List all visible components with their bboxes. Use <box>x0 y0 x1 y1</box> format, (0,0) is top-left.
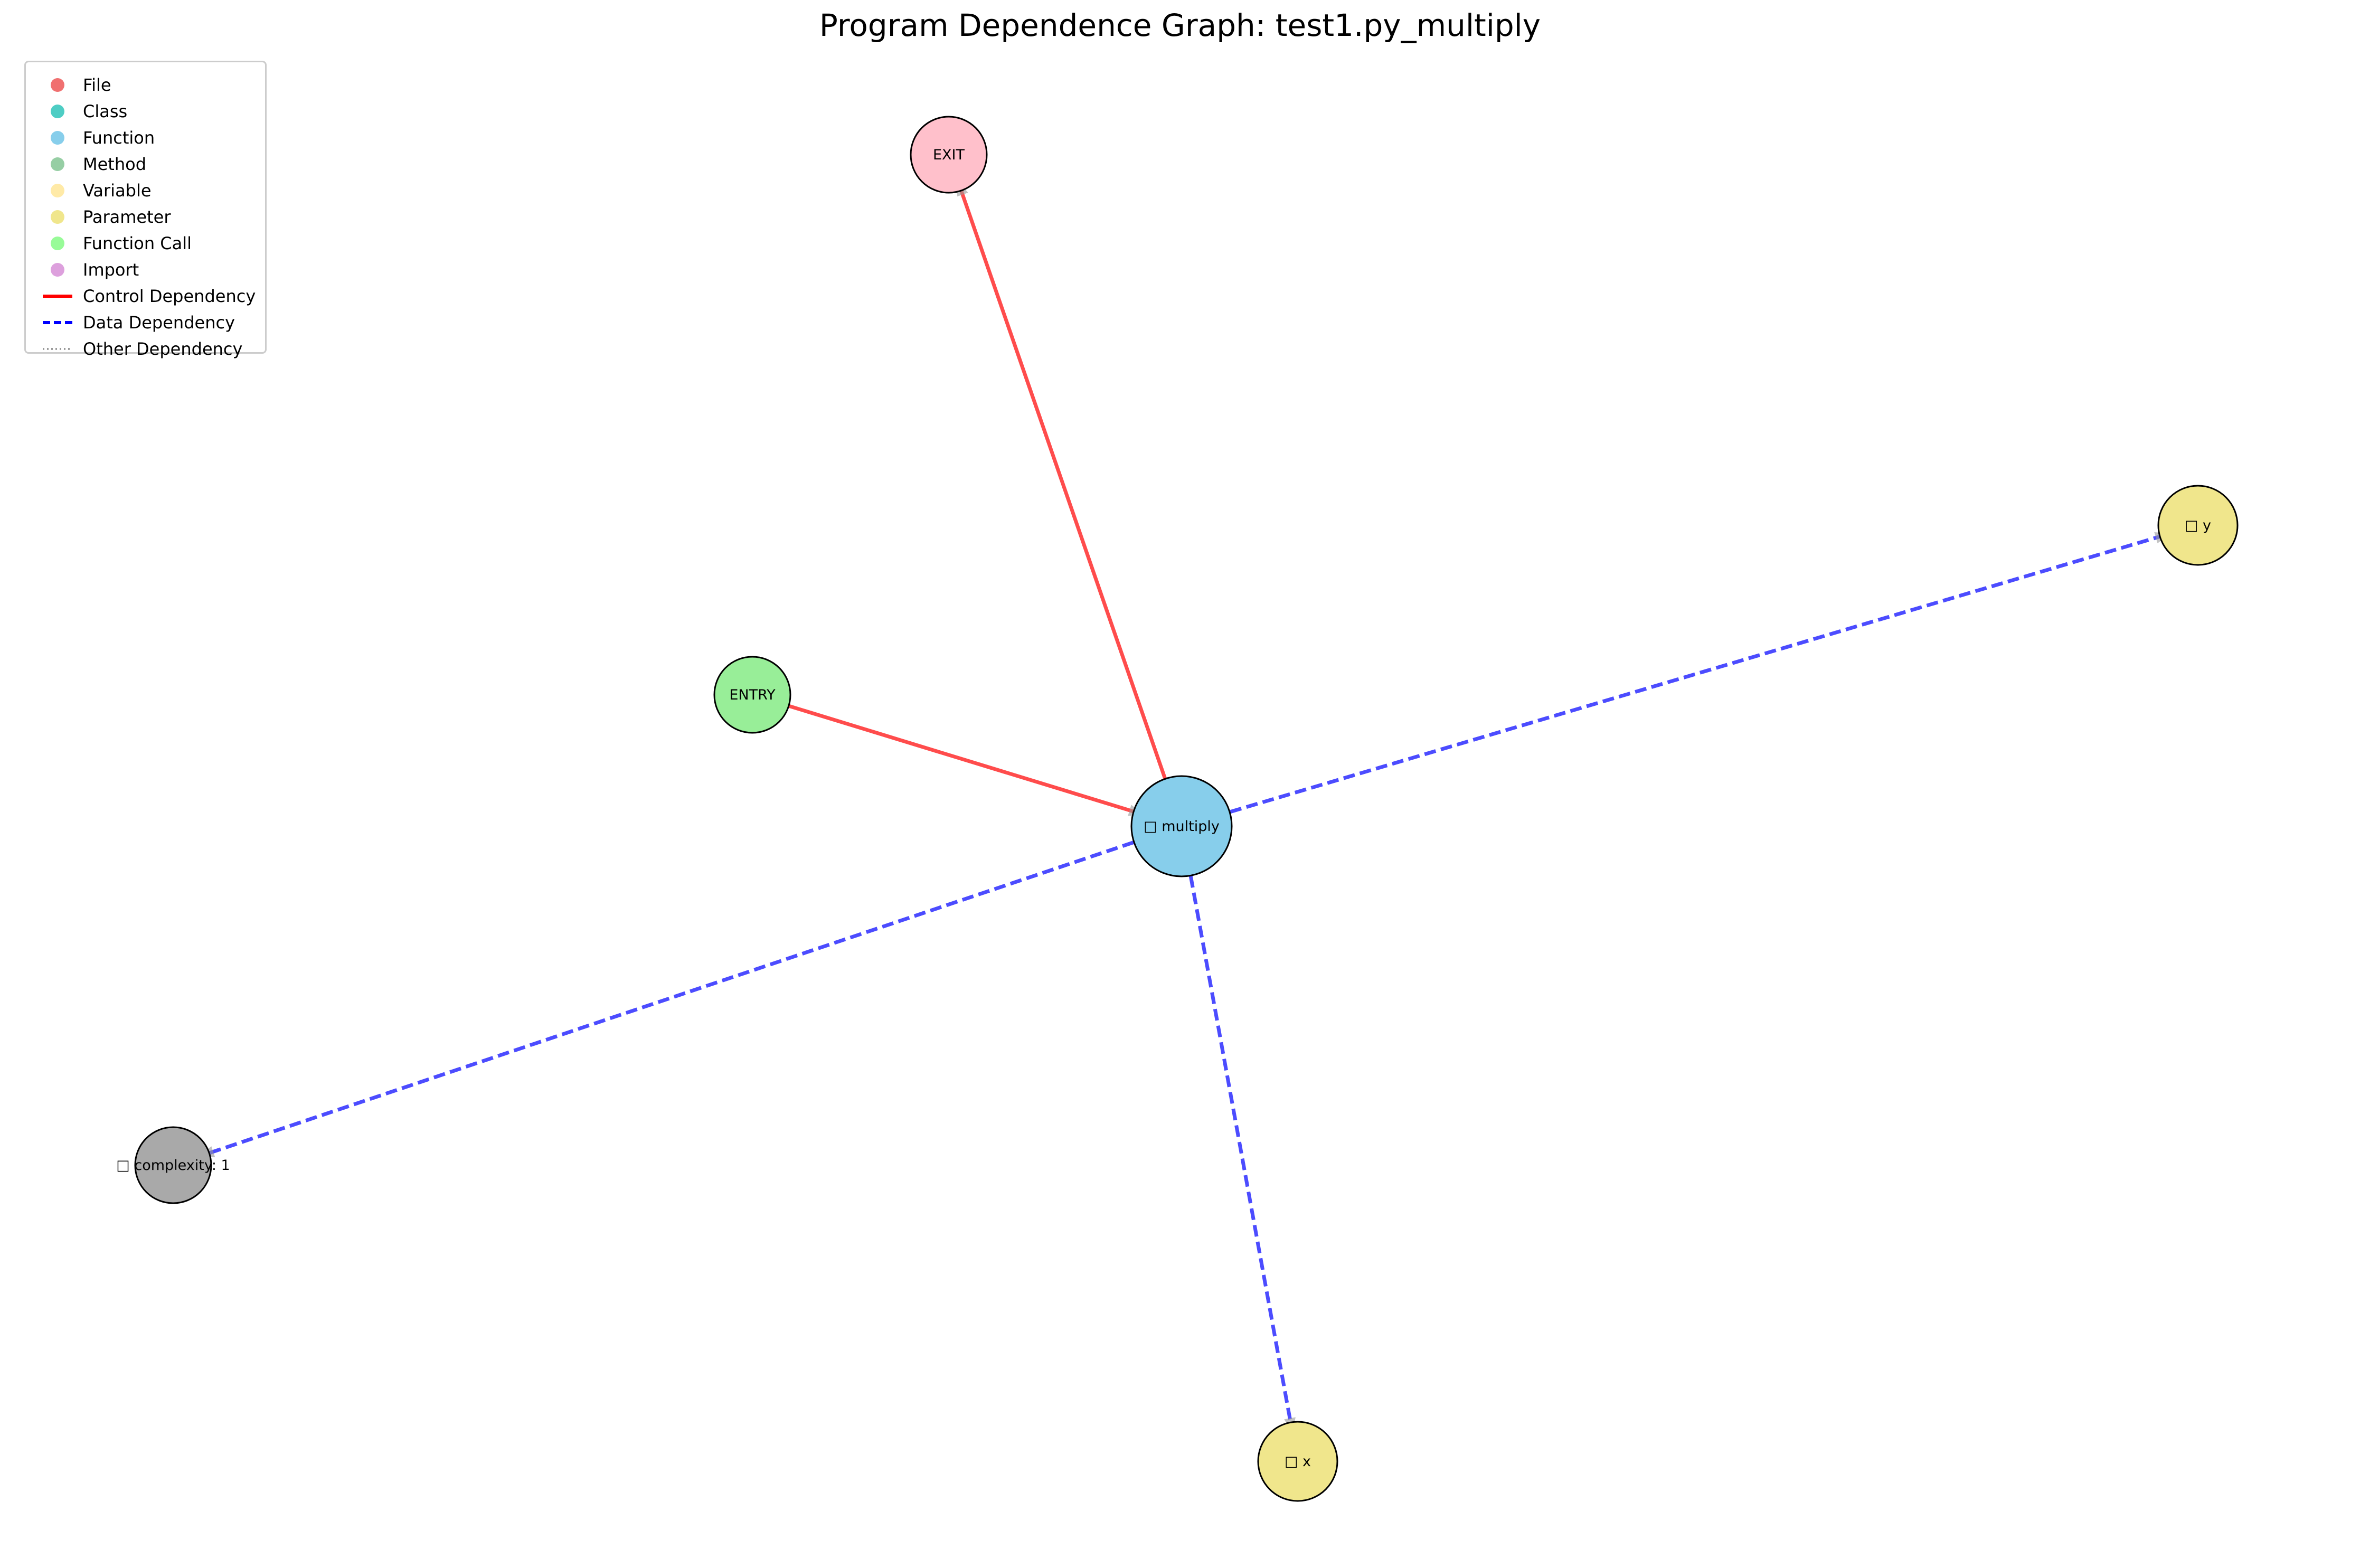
edge-multiply-y <box>1181 523 2198 828</box>
legend-label: Import <box>83 260 139 280</box>
legend-label: Parameter <box>83 207 171 227</box>
page-title: Program Dependence Graph: test1.py_multi… <box>819 7 1541 43</box>
node-label: EXIT <box>933 147 965 163</box>
legend-label: File <box>83 75 111 95</box>
node-exit[interactable]: EXIT <box>910 116 988 194</box>
legend-item: Import <box>26 257 265 283</box>
legend-item: Class <box>26 98 265 125</box>
edges-layer <box>172 154 2198 1462</box>
node-circle <box>1130 775 1233 877</box>
node-circle <box>1257 1421 1338 1502</box>
legend-dot-icon <box>51 184 64 197</box>
legend-label: Function Call <box>83 233 192 253</box>
node-y[interactable]: □ y <box>2157 485 2239 566</box>
legend-dot-icon <box>51 105 64 118</box>
legend-line-icon <box>43 295 72 298</box>
legend-item: Variable <box>26 177 265 204</box>
node-x[interactable]: □ x <box>1257 1421 1338 1502</box>
node-circle <box>713 656 791 734</box>
legend-label: Data Dependency <box>83 313 235 333</box>
legend-dot-icon <box>51 157 64 171</box>
node-label: ENTRY <box>729 687 776 703</box>
legend-dot-icon <box>51 131 64 145</box>
legend-item: Data Dependency <box>26 309 265 336</box>
node-complexity[interactable]: □ complexity: 1 <box>116 1126 230 1204</box>
node-label: □ y <box>2185 517 2211 534</box>
legend-item: File <box>26 72 265 98</box>
legend-item: Parameter <box>26 204 265 230</box>
edge-multiply-complexity <box>172 824 1183 1167</box>
legend-line-icon <box>43 321 72 324</box>
nodes-layer: EXIT ENTRY □ multiply □ y □ x □ complexity: 1 <box>116 116 2239 1502</box>
legend-item: Method <box>26 151 265 177</box>
node-multiply[interactable]: □ multiply <box>1130 775 1233 877</box>
legend-dot-icon <box>51 237 64 250</box>
edge-multiply-x <box>1179 826 1300 1462</box>
legend-item: Other Dependency <box>26 336 265 362</box>
node-label: □ complexity: 1 <box>116 1157 230 1174</box>
node-label: □ x <box>1285 1453 1311 1470</box>
legend-item: Control Dependency <box>26 283 265 309</box>
legend-label: Control Dependency <box>83 286 256 306</box>
node-circle <box>2157 485 2239 566</box>
legend-dot-icon <box>51 210 64 224</box>
node-circle <box>910 116 988 194</box>
edge-entry-multiply <box>751 693 1183 828</box>
legend-label: Class <box>83 101 128 121</box>
legend-label: Other Dependency <box>83 339 243 359</box>
legend-label: Variable <box>83 181 152 201</box>
legend-label: Function <box>83 128 155 148</box>
legend-line-icon <box>43 348 72 350</box>
edge-multiply-exit <box>947 154 1184 827</box>
legend-dot-icon <box>51 263 64 277</box>
legend-item: Function Call <box>26 230 265 257</box>
legend-label: Method <box>83 154 147 174</box>
node-circle <box>134 1126 212 1204</box>
legend-dot-icon <box>51 78 64 92</box>
node-label: □ multiply <box>1144 818 1220 835</box>
legend-item: Function <box>26 125 265 151</box>
node-entry[interactable]: ENTRY <box>713 656 791 734</box>
